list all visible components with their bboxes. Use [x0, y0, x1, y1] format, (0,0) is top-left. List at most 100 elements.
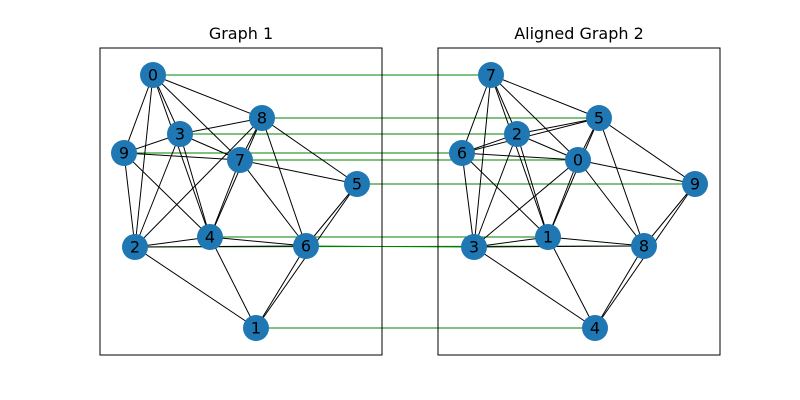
- graph-2-node-6: 6: [449, 140, 475, 166]
- graph-1-edge-8-4: [209, 117, 263, 238]
- graph-1-panel: Graph 1 0 1 2 3 4 5 6 7 8 9: [99, 24, 383, 356]
- graph-1-edge-8-5: [261, 117, 358, 185]
- node-label: 2: [512, 125, 522, 144]
- graph-1-edge-0-7: [152, 74, 241, 161]
- node-label: 0: [573, 151, 583, 170]
- graph-2-edges: [461, 74, 696, 329]
- node-circle: [344, 171, 370, 197]
- graph-2-edge-3-4: [473, 246, 596, 329]
- graph-2-edge-7-5: [490, 74, 600, 119]
- graph-1-edge-9-7: [123, 152, 241, 161]
- node-label: 2: [130, 238, 140, 257]
- graph-1-node-4: 4: [197, 224, 223, 250]
- graph-1-edge-2-1: [134, 246, 257, 329]
- graph-1-frame: [99, 47, 383, 356]
- graph-2-node-2: 2: [504, 121, 530, 147]
- graph-1-node-2: 2: [122, 234, 148, 260]
- node-circle: [167, 121, 193, 147]
- graph-2-edge-6-1: [461, 152, 549, 238]
- graph-2-edge-2-5: [516, 117, 600, 135]
- graph-1-edge-9-4: [123, 152, 211, 238]
- node-label: 1: [543, 228, 553, 247]
- node-circle: [227, 147, 253, 173]
- graph-1-node-3: 3: [167, 121, 193, 147]
- node-circle: [449, 140, 475, 166]
- node-label: 7: [235, 151, 245, 170]
- node-label: 6: [301, 237, 311, 256]
- node-label: 9: [119, 144, 129, 163]
- node-label: 3: [469, 238, 479, 257]
- graph-1-edge-4-1: [209, 236, 257, 329]
- graph-2-node-5: 5: [586, 105, 612, 131]
- graph-1-edge-7-4: [209, 159, 241, 238]
- graph-2-edge-6-3: [461, 152, 475, 248]
- graph-1-node-0: 0: [140, 62, 166, 88]
- node-circle: [249, 105, 275, 131]
- graph-2-edge-0-8: [577, 159, 645, 247]
- graph-2-edge-2-3: [473, 133, 518, 248]
- node-circle: [243, 315, 269, 341]
- node-circle: [582, 315, 608, 341]
- node-circle: [478, 62, 504, 88]
- graph-2-node-9: 9: [682, 171, 708, 197]
- graph-1-edge-0-8: [152, 74, 263, 119]
- graph-2-nodes: 7 2 5 6 0 9 1 3 8 4: [449, 62, 708, 341]
- graph-2-edge-0-9: [577, 159, 696, 185]
- node-circle: [631, 233, 657, 259]
- node-circle: [461, 234, 487, 260]
- graph-2-edge-7-6: [461, 74, 492, 154]
- graph-1-edge-0-9: [123, 74, 154, 154]
- graph-1-node-7: 7: [227, 147, 253, 173]
- node-label: 5: [594, 109, 604, 128]
- node-label: 4: [205, 228, 215, 247]
- graph-1-edge-5-6: [305, 183, 358, 247]
- graph-1-edge-9-2: [123, 152, 136, 248]
- graph-2-edge-5-1: [547, 117, 600, 238]
- graph-1-title: Graph 1: [209, 24, 273, 43]
- graph-2-edge-2-1: [516, 133, 549, 238]
- graph-1-node-6: 6: [293, 233, 319, 259]
- graph-1-nodes: 0 1 2 3 4 5 6 7 8 9: [111, 62, 370, 341]
- graph-2-edge-1-8: [547, 236, 645, 247]
- graph-1-edge-3-2: [134, 133, 181, 248]
- graph-2-node-0: 0: [565, 147, 591, 173]
- graph-2-edge-7-3: [473, 74, 492, 248]
- node-label: 0: [148, 66, 158, 85]
- node-label: 6: [457, 144, 467, 163]
- graph-2-node-4: 4: [582, 315, 608, 341]
- node-circle: [535, 224, 561, 250]
- graph-2-edge-9-8: [643, 183, 696, 247]
- graph-1-node-5: 5: [344, 171, 370, 197]
- graph-2-node-8: 8: [631, 233, 657, 259]
- node-circle: [682, 171, 708, 197]
- graph-1-edge-0-2: [134, 74, 154, 248]
- graph-2-edge-7-0: [490, 74, 579, 161]
- graph-1-edge-3-8: [179, 117, 263, 135]
- graph-1-node-8: 8: [249, 105, 275, 131]
- graph-2-node-1: 1: [535, 224, 561, 250]
- graph-1-edge-8-2: [134, 117, 263, 248]
- graph-2-edge-3-8: [473, 245, 645, 248]
- graph-1-node-9: 9: [111, 140, 137, 166]
- alignment-line-6-3: [305, 245, 475, 248]
- graph-1-node-1: 1: [243, 315, 269, 341]
- node-label: 7: [486, 66, 496, 85]
- graph-1-edges: [123, 74, 358, 329]
- graph-2-edge-8-4: [594, 245, 645, 329]
- graph-1-edge-7-5: [239, 159, 358, 185]
- node-circle: [586, 105, 612, 131]
- graph-2-edge-5-9: [598, 117, 696, 185]
- node-label: 1: [251, 319, 261, 338]
- node-circle: [122, 234, 148, 260]
- node-circle: [565, 147, 591, 173]
- graph-2-edge-5-6: [461, 117, 600, 154]
- node-label: 5: [352, 175, 362, 194]
- node-circle: [111, 140, 137, 166]
- graph-2-edge-5-8: [598, 117, 645, 247]
- node-label: 9: [690, 175, 700, 194]
- graph-1-edge-4-6: [209, 236, 307, 247]
- node-circle: [504, 121, 530, 147]
- graph-2-edge-0-1: [547, 159, 579, 238]
